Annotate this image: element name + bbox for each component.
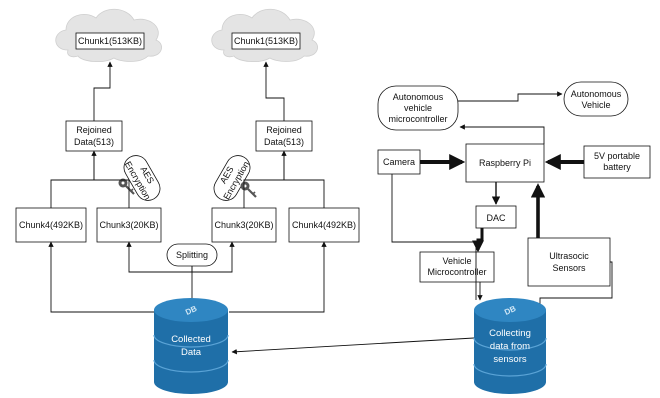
cloud-right-label: Chunk1(513KB) — [234, 36, 298, 46]
chunk4-right-box — [288, 207, 360, 243]
db-left-line1: Collected — [171, 334, 211, 345]
splitting-label: Splitting — [176, 250, 208, 260]
key-icon-right — [240, 181, 257, 198]
connector-camera-to-sensor-db — [391, 174, 477, 300]
dac-label: DAC — [486, 213, 506, 223]
av-vehicle-line2: Vehicle — [581, 100, 610, 110]
raspberry-pi-box — [465, 143, 545, 183]
connector-chunk4-right — [284, 179, 325, 208]
cloud-right-box — [231, 32, 301, 50]
arrow-rejoined-left-to-cloud — [93, 61, 113, 121]
connector-chunk3-left — [94, 179, 130, 208]
cloud-left: Chunk1(513KB) — [55, 8, 162, 62]
camera-label: Camera — [383, 157, 415, 167]
av-microcontroller-line1: Autonomous — [393, 92, 444, 102]
ultrasonic-line1: Ultrasocic — [549, 251, 589, 261]
arrow-pi-to-av-microcontroller — [459, 124, 545, 144]
av-microcontroller-line3: microcontroller — [388, 114, 447, 124]
dac-box — [475, 205, 517, 229]
arrow-rejoined-right-to-cloud — [263, 61, 285, 121]
connector-chunk4-left — [50, 151, 95, 208]
aes-right: AES Encryption — [213, 155, 251, 201]
battery-line1: 5V portable — [594, 151, 640, 161]
battery-line2: battery — [603, 162, 631, 172]
cloud-left-label: Chunk1(513KB) — [78, 36, 142, 46]
av-microcontroller-line2: vehicle — [404, 103, 432, 113]
arrow-db-to-chunk4-right — [229, 241, 327, 313]
vehicle-microcontroller-line2: Microcontroller — [427, 267, 486, 277]
rejoined-left-line1: Rejoined — [76, 125, 112, 135]
raspberry-pi-label: Raspberry Pi — [479, 158, 531, 168]
arrow-splitting-to-chunk3-right — [192, 241, 235, 273]
db-left-line2: Data — [181, 347, 202, 358]
chunk4-right-label: Chunk4(492KB) — [292, 220, 356, 230]
arrow-av-microcontroller-to-vehicle — [458, 91, 563, 102]
chunk4-left-box — [15, 207, 87, 243]
ultrasonic-line2: Sensors — [552, 263, 586, 273]
vehicle-microcontroller-box — [419, 251, 495, 283]
key-icon-left — [118, 178, 135, 195]
db-right-cylinder: DB Collecting data from sensors — [473, 298, 547, 394]
cloud-right: Chunk1(513KB) — [211, 8, 318, 62]
chunk4-left-label: Chunk4(492KB) — [19, 220, 83, 230]
arrow-sensors-db-to-collected-db — [231, 337, 475, 355]
rejoined-right-line2: Data(513) — [264, 137, 304, 147]
arrow-dac-to-vehicle-microcontroller — [472, 228, 484, 253]
chunk3-right-label: Chunk3(20KB) — [214, 220, 273, 230]
chunk3-right-box — [211, 207, 277, 243]
arrow-db-to-chunk4-left — [48, 241, 154, 313]
rejoined-left-line2: Data(513) — [74, 137, 114, 147]
db-right-line3: sensors — [493, 354, 527, 365]
db-left-cylinder: DB Collected Data — [153, 298, 229, 394]
aes-left: AES Encryption — [123, 155, 161, 201]
db-right-line2: data from — [490, 341, 530, 352]
cloud-left-box — [75, 32, 145, 50]
chunk3-left-label: Chunk3(20KB) — [99, 220, 158, 230]
av-microcontroller-box — [377, 85, 459, 131]
av-vehicle-line1: Autonomous — [571, 89, 622, 99]
rejoined-right-box — [255, 120, 313, 152]
av-vehicle-box — [563, 81, 629, 117]
db-right-line1: Collecting — [489, 328, 531, 339]
ultrasonic-box — [527, 237, 611, 287]
battery-box — [583, 145, 651, 179]
vehicle-microcontroller-line1: Vehicle — [442, 256, 471, 266]
rejoined-right-line1: Rejoined — [266, 125, 302, 135]
connector-chunk3-right — [243, 151, 285, 208]
